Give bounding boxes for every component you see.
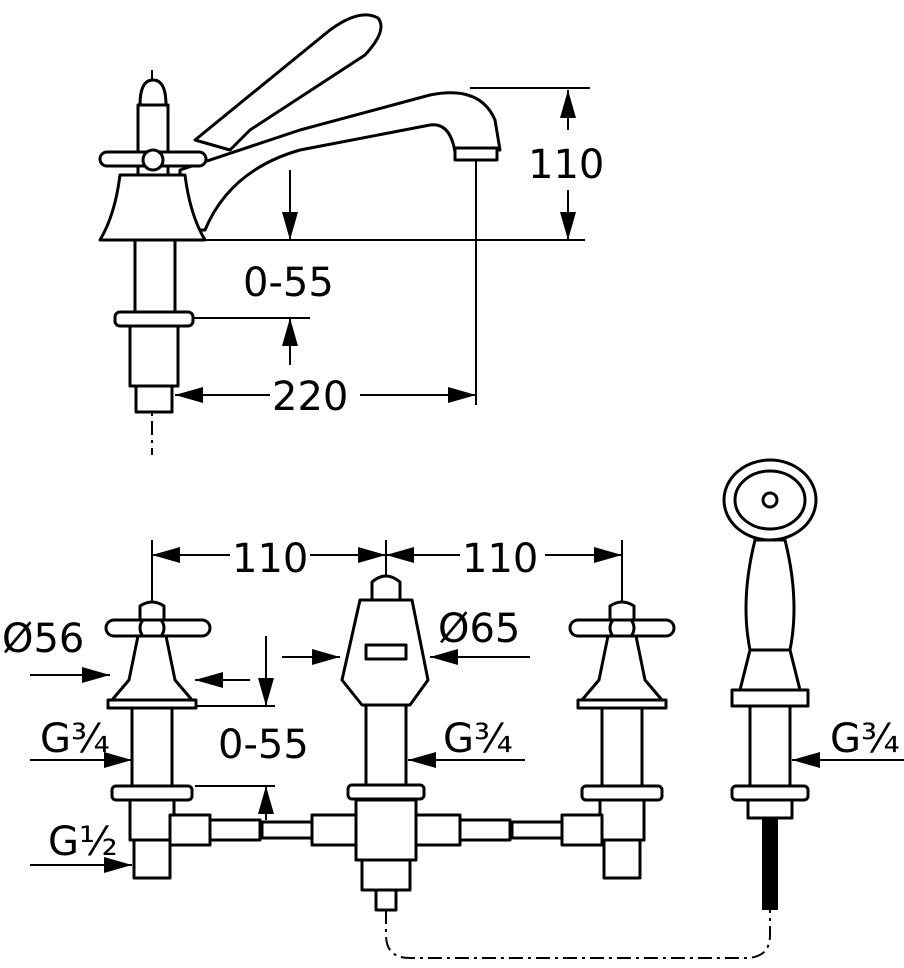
mounting-nut <box>113 310 195 328</box>
shower-thread-dimension: G¾ <box>830 716 900 762</box>
hand-shower <box>193 13 383 152</box>
spout-thread-dimension: G¾ <box>443 716 513 762</box>
aerator <box>453 146 499 162</box>
adjust-dimension: 0-55 <box>243 260 334 306</box>
valve-diameter-dimension: Ø56 <box>2 616 84 662</box>
connecting-hoses <box>168 813 604 847</box>
center-spout <box>340 574 430 912</box>
shower-hose <box>385 910 771 959</box>
side-view: 110 0-55 220 <box>98 13 604 455</box>
inlet-thread-dimension: G½ <box>48 819 118 865</box>
spout-diameter-dimension: Ø65 <box>438 606 520 652</box>
reach-dimension: 220 <box>272 374 348 420</box>
spout <box>178 91 502 232</box>
lower-shank <box>128 324 180 388</box>
left-valve <box>104 600 212 880</box>
handle-cap <box>138 78 168 107</box>
handle-hub <box>141 148 165 172</box>
height-dimension: 110 <box>528 142 604 188</box>
front-view: 110 110 <box>2 458 904 959</box>
spacing-left-dimension: 110 <box>232 536 308 582</box>
hand-shower-front <box>722 458 818 910</box>
valve-thread-dimension: G¾ <box>40 716 110 762</box>
right-valve <box>568 600 676 880</box>
bottom-adjust-dimension: 0-55 <box>218 722 309 768</box>
spacing-right-dimension: 110 <box>462 536 538 582</box>
connector <box>134 384 174 414</box>
shank <box>133 238 177 314</box>
